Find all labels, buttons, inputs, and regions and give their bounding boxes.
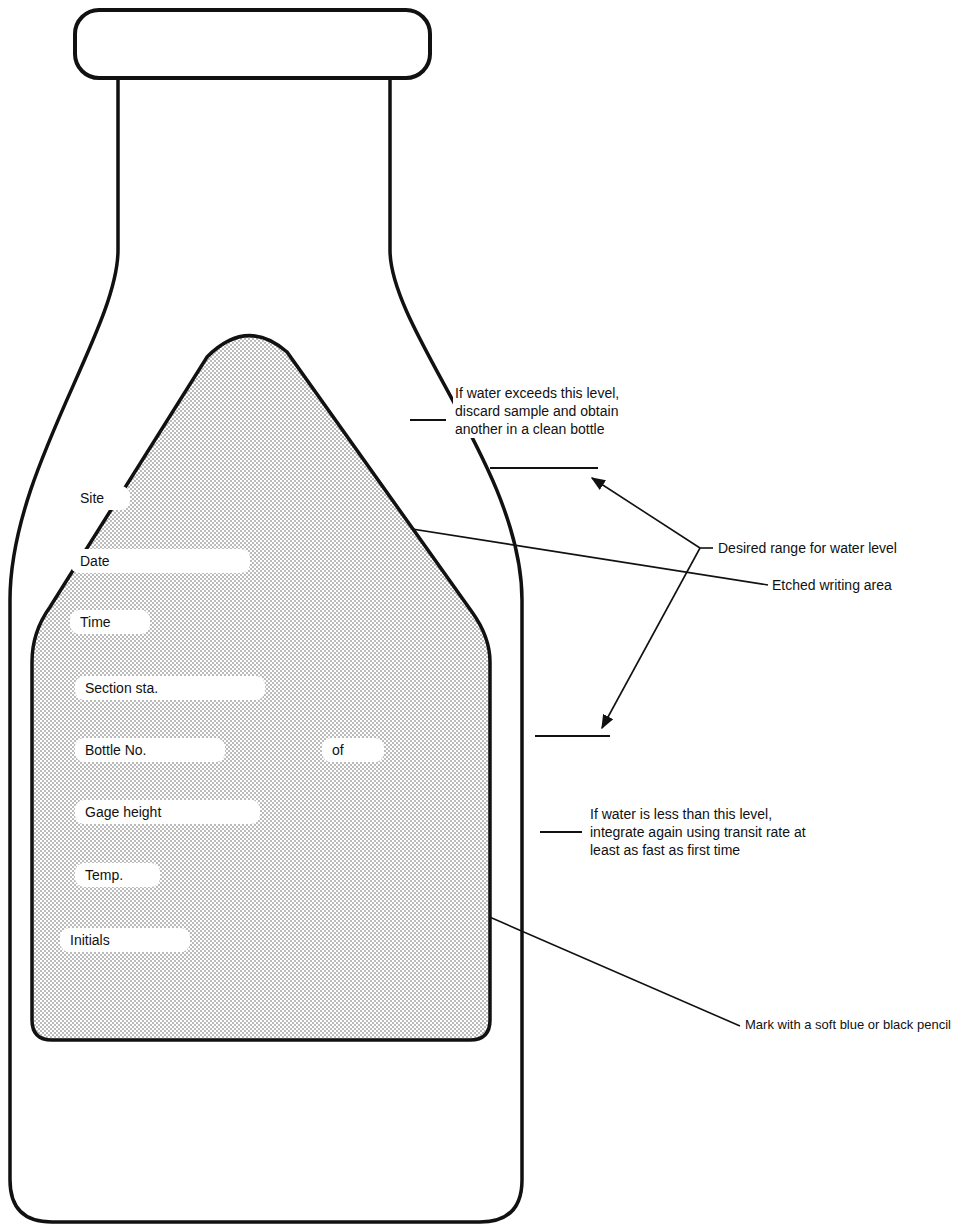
etch-shape xyxy=(32,336,490,1040)
field-label: Time xyxy=(70,610,150,634)
note-label: Desired range for water level xyxy=(716,539,899,557)
range-arrow xyxy=(602,548,700,728)
bottle-lip xyxy=(75,10,430,78)
note-label: Mark with a soft blue or black pencil xyxy=(743,1016,953,1034)
field-label: Section sta. xyxy=(75,676,265,700)
max-level-mark xyxy=(410,419,446,421)
min-level-mark xyxy=(540,831,582,833)
field-label: Bottle No. xyxy=(75,738,225,762)
bottle-body xyxy=(10,78,522,1222)
note-label: Etched writing area xyxy=(770,576,894,594)
field-label: Temp. xyxy=(75,863,160,887)
range-top-mark xyxy=(490,467,598,469)
note-label: If water exceeds this level, discard sam… xyxy=(453,384,655,438)
etched-writing-area: SiteDateTimeSection sta. Bottle No. ofGage… xyxy=(32,322,490,1040)
range-arrow xyxy=(592,478,700,548)
field-label: of xyxy=(322,738,384,762)
range-leader xyxy=(700,547,713,549)
field-label: Gage height xyxy=(75,800,260,824)
field-label: Date xyxy=(70,549,250,573)
range-bottom-mark xyxy=(535,735,610,737)
field-label: Site xyxy=(70,486,130,510)
note-label: If water is less than this level, integr… xyxy=(588,805,820,859)
field-label: Initials xyxy=(60,928,190,952)
